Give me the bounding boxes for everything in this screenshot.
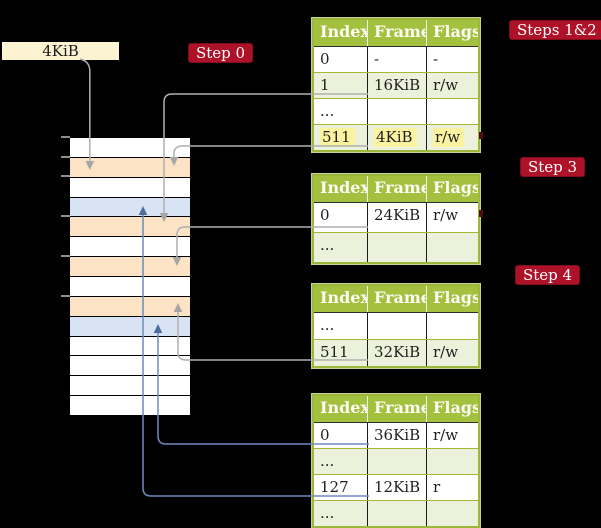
memory-row-peach bbox=[70, 257, 190, 278]
table-cell: r/w bbox=[426, 73, 478, 98]
column-header-flags: Flags bbox=[426, 286, 478, 312]
table-row: 0 36KiB r/w bbox=[314, 422, 478, 448]
memory-tick bbox=[61, 215, 70, 217]
table-cell: 0 bbox=[320, 206, 330, 224]
table-cell: 511 bbox=[320, 343, 349, 361]
column-header-frame: Frame bbox=[367, 20, 426, 46]
page-table-2: Index Frame Flags 0 24KiB r/w ... bbox=[311, 173, 481, 265]
table-cell: 1 bbox=[320, 76, 330, 94]
table-cell: 12KiB bbox=[367, 475, 426, 500]
memory-row-peach bbox=[70, 157, 190, 178]
table-cell: - bbox=[367, 47, 426, 72]
table-cell: - bbox=[426, 47, 478, 72]
table-row: ... bbox=[314, 500, 478, 526]
table-cell: r/w bbox=[426, 423, 478, 448]
table-cell: ... bbox=[320, 102, 335, 120]
table-header-row: Index Frame Flags bbox=[314, 396, 478, 422]
table-cell bbox=[426, 99, 478, 124]
table-row: 0 24KiB r/w bbox=[314, 202, 478, 232]
table-row: 127 12KiB r bbox=[314, 474, 478, 500]
page-table-3: Index Frame Flags ... 511 32KiB r/w bbox=[311, 283, 481, 369]
table-cell: 0 bbox=[320, 50, 330, 68]
highlight: 511 bbox=[320, 128, 355, 147]
table-cell: 36KiB bbox=[367, 423, 426, 448]
memory-row-white bbox=[70, 356, 190, 377]
table-cell: ... bbox=[320, 452, 335, 470]
table-cell: 4KiB bbox=[367, 125, 426, 150]
table-header-row: Index Frame Flags bbox=[314, 286, 478, 312]
table-cell: 511 bbox=[314, 125, 367, 150]
memory-tick bbox=[61, 136, 70, 138]
memory-row-white bbox=[70, 376, 190, 397]
step-0-label: Step 0 bbox=[188, 43, 254, 63]
memory-row-peach bbox=[70, 217, 190, 238]
step-4-label: Step 4 bbox=[515, 265, 581, 285]
table-row: ... bbox=[314, 312, 478, 339]
table-cell: r/w bbox=[426, 125, 478, 150]
table-row: 0 - - bbox=[314, 46, 478, 72]
memory-row-peach bbox=[70, 296, 190, 317]
memory-row-white bbox=[70, 237, 190, 258]
table-cell bbox=[426, 233, 478, 262]
step-3-label: Step 3 bbox=[520, 157, 586, 177]
table-cell bbox=[426, 501, 478, 526]
memory-row-blue bbox=[70, 316, 190, 337]
table-row: ... bbox=[314, 98, 478, 124]
column-header-flags: Flags bbox=[426, 176, 478, 202]
column-header-flags: Flags bbox=[426, 396, 478, 422]
column-header-frame: Frame bbox=[367, 176, 426, 202]
table-cell: 127 bbox=[320, 478, 349, 496]
highlight: r/w bbox=[433, 128, 465, 147]
page-table-4: Index Frame Flags 0 36KiB r/w ... 127 12… bbox=[311, 393, 481, 528]
table-cell bbox=[367, 501, 426, 526]
memory-row-white bbox=[70, 138, 190, 158]
table-cell bbox=[367, 99, 426, 124]
table-row: ... bbox=[314, 448, 478, 474]
entry-marker bbox=[479, 210, 483, 217]
memory-tick bbox=[61, 175, 70, 177]
table-cell bbox=[426, 313, 478, 339]
table-cell: r bbox=[426, 475, 478, 500]
table-row: 1 16KiB r/w bbox=[314, 72, 478, 98]
page-table-1: Index Frame Flags 0 - - 1 16KiB r/w ... … bbox=[311, 17, 481, 153]
memory-tick bbox=[61, 156, 70, 158]
memory-tick bbox=[61, 255, 70, 257]
table-cell: 16KiB bbox=[367, 73, 426, 98]
table-cell bbox=[367, 313, 426, 339]
table-cell: r/w bbox=[426, 340, 478, 366]
column-header-index: Index bbox=[320, 288, 367, 307]
memory-tick bbox=[61, 295, 70, 297]
memory-row-white bbox=[70, 177, 190, 198]
table-row: 511 32KiB r/w bbox=[314, 339, 478, 366]
table-cell: r/w bbox=[426, 203, 478, 232]
memory-row-white bbox=[70, 396, 190, 417]
memory-row-blue bbox=[70, 197, 190, 218]
table-cell: ... bbox=[320, 316, 335, 334]
table-header-row: Index Frame Flags bbox=[314, 176, 478, 202]
steps-1-2-label: Steps 1&2 bbox=[509, 20, 601, 40]
table-row-highlighted: 511 4KiB r/w bbox=[314, 124, 478, 150]
column-header-frame: Frame bbox=[367, 396, 426, 422]
column-header-index: Index bbox=[320, 22, 367, 41]
table-cell bbox=[426, 449, 478, 474]
highlight: 4KiB bbox=[374, 128, 417, 147]
table-cell: 24KiB bbox=[367, 203, 426, 232]
table-cell: 0 bbox=[320, 426, 330, 444]
column-header-flags: Flags bbox=[426, 20, 478, 46]
memory-row-white bbox=[70, 277, 190, 297]
column-header-frame: Frame bbox=[367, 286, 426, 312]
table-cell: 32KiB bbox=[367, 340, 426, 366]
frame-size-box: 4KiB bbox=[2, 42, 119, 60]
table-cell bbox=[367, 233, 426, 262]
table-header-row: Index Frame Flags bbox=[314, 20, 478, 46]
table-cell: ... bbox=[320, 236, 335, 254]
entry-marker bbox=[479, 132, 483, 139]
table-row: ... bbox=[314, 232, 478, 262]
column-header-index: Index bbox=[320, 398, 367, 417]
table-cell: ... bbox=[320, 504, 335, 522]
table-cell bbox=[367, 449, 426, 474]
memory-row-white bbox=[70, 336, 190, 357]
column-header-index: Index bbox=[320, 178, 367, 197]
memory-column bbox=[70, 137, 190, 417]
